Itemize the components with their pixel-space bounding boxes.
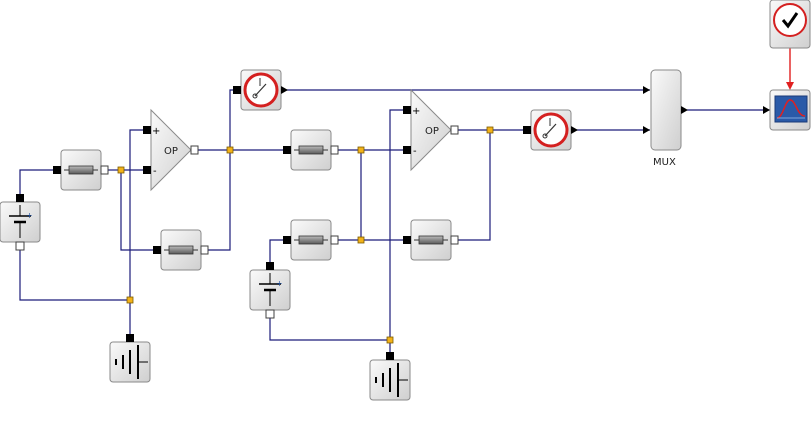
resistor-icon bbox=[294, 235, 328, 245]
opamp-block[interactable]: OP + - bbox=[403, 88, 459, 172]
wire[interactable] bbox=[19, 169, 55, 198]
opamp-icon bbox=[150, 108, 192, 192]
svg-text:+: + bbox=[276, 279, 283, 288]
ground-block[interactable] bbox=[109, 334, 151, 383]
dc-source-block[interactable]: + bbox=[249, 262, 291, 319]
voltmeter-icon bbox=[243, 72, 279, 108]
wire[interactable] bbox=[19, 250, 130, 301]
dc-source-icon: + bbox=[259, 273, 283, 306]
opamp-minus-sign: - bbox=[413, 146, 417, 157]
svg-text:+: + bbox=[26, 211, 33, 220]
opamp-minus-sign: - bbox=[153, 166, 157, 177]
voltmeter-block[interactable] bbox=[233, 69, 288, 111]
opamp-block[interactable]: OP + - bbox=[143, 108, 199, 192]
resistor-icon bbox=[64, 165, 98, 175]
split-points bbox=[117, 126, 494, 344]
resistor-block[interactable] bbox=[153, 229, 209, 271]
scope-icon bbox=[774, 95, 808, 123]
split-point[interactable] bbox=[126, 296, 134, 304]
wire[interactable] bbox=[206, 150, 231, 251]
split-point[interactable] bbox=[117, 166, 125, 174]
split-point[interactable] bbox=[357, 146, 365, 154]
wire[interactable] bbox=[458, 130, 491, 241]
event-link[interactable] bbox=[786, 48, 794, 90]
split-point[interactable] bbox=[357, 236, 365, 244]
mux-label: MUX bbox=[653, 157, 676, 168]
resistor-block[interactable] bbox=[283, 129, 339, 171]
split-point[interactable] bbox=[386, 336, 394, 344]
voltmeter-icon bbox=[533, 112, 569, 148]
resistor-icon bbox=[294, 145, 328, 155]
mux-input-arrow bbox=[643, 126, 650, 134]
split-point[interactable] bbox=[486, 126, 494, 134]
wire[interactable] bbox=[120, 170, 155, 251]
ground-icon bbox=[115, 345, 148, 379]
clock-block[interactable] bbox=[769, 0, 811, 49]
mux-icon bbox=[650, 69, 682, 151]
resistor-block[interactable] bbox=[283, 219, 339, 261]
voltmeter-block[interactable] bbox=[523, 109, 578, 151]
opamp-label: OP bbox=[164, 146, 178, 157]
resistor-icon bbox=[414, 235, 448, 245]
wire[interactable] bbox=[269, 314, 390, 341]
opamp-icon bbox=[410, 88, 452, 172]
ground-icon bbox=[375, 363, 408, 397]
dc-source-icon: + bbox=[9, 205, 33, 238]
mux-block[interactable]: MUX bbox=[650, 69, 688, 168]
ground-block[interactable] bbox=[369, 352, 411, 401]
resistor-block[interactable] bbox=[403, 219, 459, 261]
scope-block[interactable] bbox=[769, 89, 811, 131]
wire[interactable] bbox=[389, 109, 405, 356]
opamp-plus-sign: + bbox=[152, 126, 160, 137]
opamp-label: OP bbox=[425, 126, 439, 137]
opamp-plus-sign: + bbox=[412, 106, 420, 117]
resistor-block[interactable] bbox=[53, 149, 109, 191]
clock-icon bbox=[773, 3, 807, 37]
split-point[interactable] bbox=[226, 146, 234, 154]
dc-source-block[interactable]: + bbox=[0, 194, 41, 251]
wire[interactable] bbox=[229, 89, 236, 150]
wire[interactable] bbox=[269, 239, 286, 266]
mux-input-arrow bbox=[643, 86, 650, 94]
resistor-icon bbox=[164, 245, 198, 255]
scope-input-arrow bbox=[763, 106, 770, 114]
wire[interactable] bbox=[129, 129, 145, 338]
wires bbox=[19, 89, 770, 356]
